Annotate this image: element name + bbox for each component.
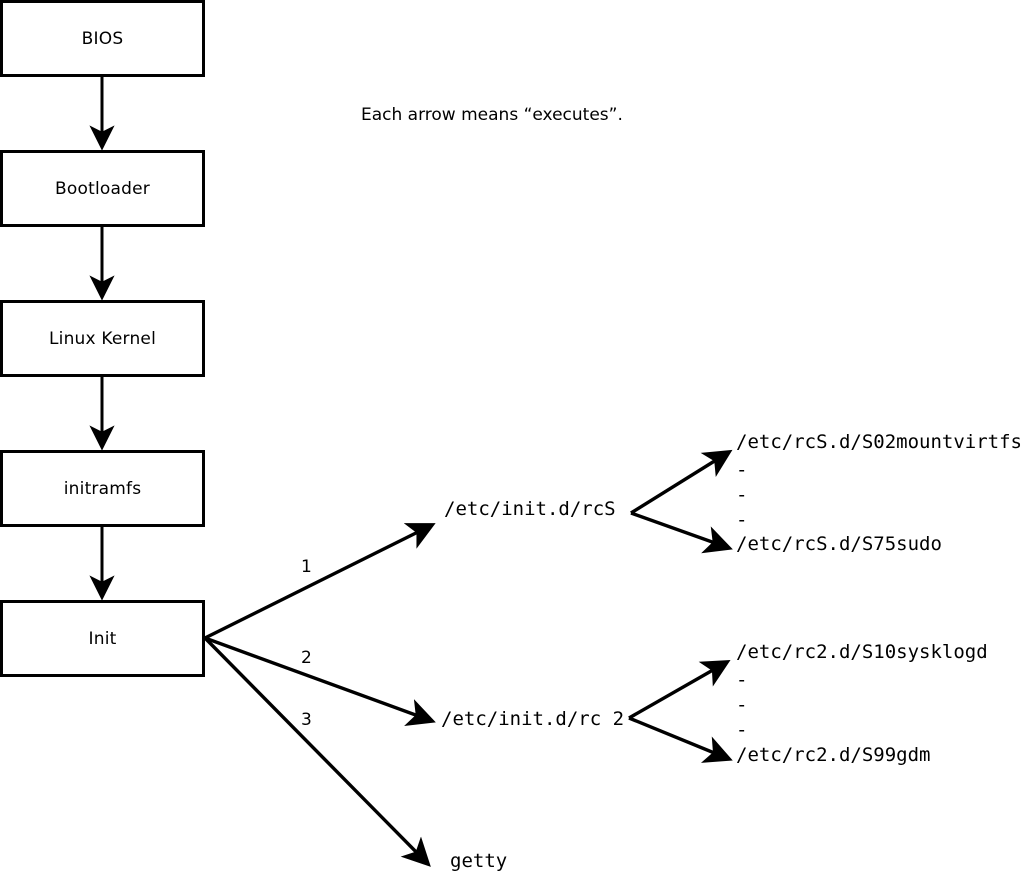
rcs-script-last[interactable]: /etc/rcS.d/S75sudo: [736, 533, 942, 555]
arrow-rcs-to-first: [630, 449, 733, 515]
node-bios-label: BIOS: [81, 28, 124, 49]
node-getty[interactable]: getty: [450, 850, 508, 872]
rc2-script-first[interactable]: /etc/rc2.d/S10sysklogd: [736, 641, 988, 663]
node-rc2-script[interactable]: /etc/init.d/rc 2: [441, 708, 625, 730]
arrow-rc2-to-first: [628, 659, 731, 720]
rcs-ellipsis-3: -: [736, 509, 748, 531]
rcs-ellipsis-2: -: [736, 484, 748, 506]
node-init[interactable]: Init: [0, 600, 205, 677]
node-linux-kernel-label: Linux Kernel: [48, 328, 156, 349]
legend-note: Each arrow means “executes”.: [361, 105, 623, 125]
rc2-ellipsis-2: -: [736, 694, 748, 716]
edge-number-3: 3: [301, 710, 312, 730]
rcs-script-first[interactable]: /etc/rcS.d/S02mountvirtfs: [736, 431, 1022, 453]
rc2-script-last[interactable]: /etc/rc2.d/S99gdm: [736, 744, 931, 766]
node-initramfs[interactable]: initramfs: [0, 450, 205, 527]
node-initramfs-label: initramfs: [63, 478, 142, 499]
arrow-rc2-to-last: [628, 716, 733, 763]
arrow-init-to-rc2: [204, 636, 436, 727]
rcs-ellipsis-1: -: [736, 459, 748, 481]
node-linux-kernel[interactable]: Linux Kernel: [0, 300, 205, 377]
node-rcs-script[interactable]: /etc/init.d/rcS: [444, 498, 616, 520]
node-bios[interactable]: BIOS: [0, 0, 205, 77]
rc2-ellipsis-1: -: [736, 669, 748, 691]
node-init-label: Init: [88, 628, 117, 649]
rc2-ellipsis-3: -: [736, 719, 748, 741]
arrow-init-to-getty: [203, 636, 431, 867]
edge-number-2: 2: [301, 648, 312, 668]
arrow-rcs-to-last: [630, 511, 733, 554]
edge-number-1: 1: [301, 557, 312, 577]
node-bootloader[interactable]: Bootloader: [0, 150, 205, 227]
arrow-init-to-rcs: [204, 523, 436, 640]
node-bootloader-label: Bootloader: [55, 178, 150, 199]
